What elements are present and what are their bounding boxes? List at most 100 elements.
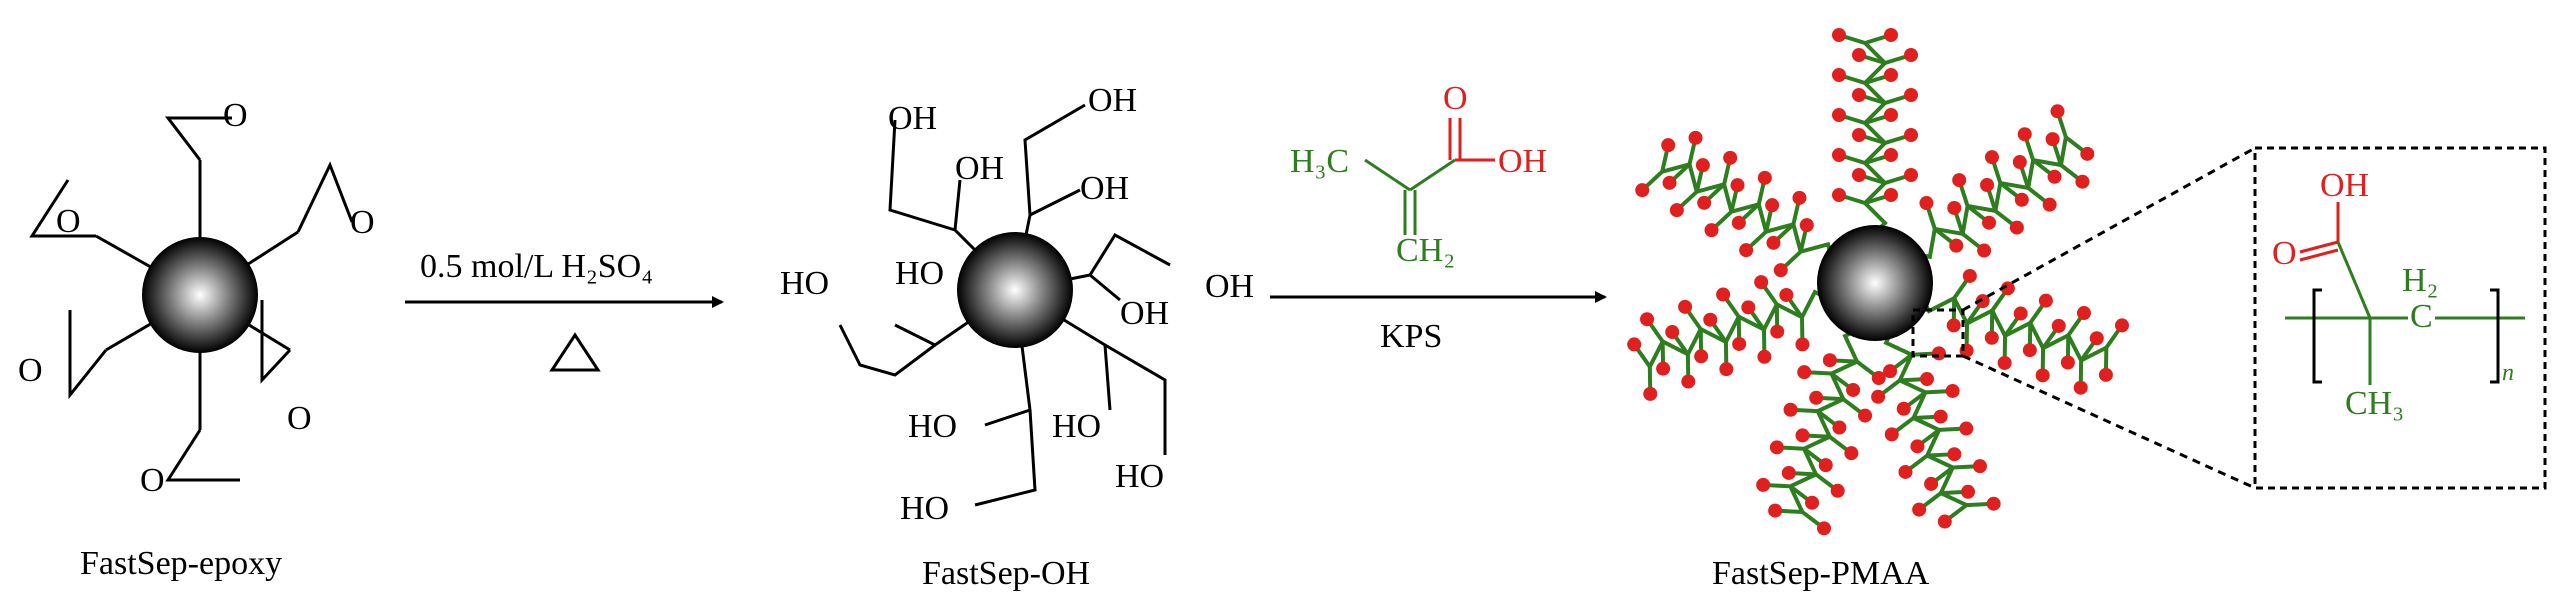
carboxyl-dot — [1904, 128, 1918, 142]
carboxyl-dot — [1627, 337, 1642, 352]
monomer-ch2: CH₂ — [1396, 232, 1456, 269]
carboxyl-dot — [1871, 371, 1886, 386]
step2-reagent: KPS — [1380, 318, 1443, 355]
carboxyl-dot — [1766, 235, 1781, 250]
carboxyl-dot — [1919, 196, 1934, 211]
carboxyl-dot — [1779, 287, 1794, 302]
repeat-unit-n: n — [2502, 360, 2514, 386]
carboxyl-dot — [1871, 389, 1886, 404]
repeat-unit-o: O — [2272, 235, 2297, 272]
repeat-unit-c: C — [2408, 298, 2435, 336]
carboxyl-dot — [1661, 138, 1676, 153]
carboxyl-dot — [1844, 446, 1859, 461]
carboxyl-dot — [1884, 68, 1898, 82]
carboxyl-dot — [2000, 281, 2015, 296]
hydroxyl-group: HO — [900, 490, 950, 527]
carboxyl-dot — [1896, 401, 1911, 416]
epoxide-oxygen: O — [350, 204, 375, 241]
carboxyl-dot — [1912, 502, 1927, 517]
carboxyl-dot — [2045, 132, 2060, 147]
carboxyl-dot — [2080, 146, 2095, 161]
carboxyl-dot — [2035, 368, 2050, 383]
carboxyl-dot — [1681, 374, 1696, 389]
heat-symbol-text: △ — [550, 325, 551, 326]
carboxyl-dot — [1770, 324, 1785, 339]
epoxide-oxygen: O — [56, 203, 81, 240]
carboxyl-dot — [1961, 484, 1976, 499]
carboxyl-dot — [1704, 223, 1719, 238]
carboxyl-dot — [2114, 318, 2129, 333]
pmaa-repeat-unit — [2285, 202, 2525, 385]
hydroxyl-group: HO — [1052, 408, 1102, 445]
carboxyl-dot — [1719, 362, 1734, 377]
carboxyl-dot — [1919, 372, 1934, 387]
carboxyl-dot — [1982, 215, 1997, 230]
carboxyl-dot — [1640, 312, 1655, 327]
carboxyl-dot — [1773, 263, 1788, 278]
monomer-carbonyl-o: O — [1443, 80, 1468, 117]
carboxyl-dot — [2012, 155, 2027, 170]
carboxyl-dot — [1694, 349, 1709, 364]
carboxyl-dot — [1959, 421, 1974, 436]
carboxyl-dot — [2038, 293, 2053, 308]
label-fastsep-oh: FastSep-OH — [922, 555, 1091, 592]
carboxyl-dot — [1769, 440, 1784, 455]
carboxyl-dot — [2073, 380, 2088, 395]
carboxyl-dot — [1818, 458, 1833, 473]
carboxyl-dot — [1884, 427, 1899, 442]
carboxyl-dot — [1730, 178, 1745, 193]
carboxyl-dot — [1741, 300, 1756, 315]
carboxyl-dot — [1695, 158, 1710, 173]
carboxyl-dot — [2013, 306, 2028, 321]
carboxyl-dot — [1904, 168, 1918, 182]
carboxyl-dot — [1924, 476, 1939, 491]
carboxyl-dot — [1931, 346, 1946, 361]
step1-condition: 0.5 mol/L H₂SO₄ — [420, 248, 654, 285]
carboxyl-dot — [1697, 195, 1712, 210]
carboxyl-dot — [1975, 294, 1990, 309]
hydroxyl-group: HO — [895, 255, 945, 292]
carboxyl-dot — [1884, 148, 1898, 162]
carboxyl-dot — [1797, 365, 1812, 380]
carboxyl-dot — [1883, 364, 1898, 379]
carboxyl-dot — [1832, 188, 1846, 202]
carboxyl-dot — [2014, 192, 2029, 207]
carboxyl-dot — [2050, 104, 2065, 119]
methacrylic-acid-monomer — [1364, 118, 1495, 235]
carboxyl-dot — [1980, 178, 1995, 193]
carboxyl-dot — [1795, 337, 1810, 352]
heat-triangle-icon — [549, 332, 601, 372]
carboxyl-dot — [1984, 330, 1999, 345]
carboxyl-dot — [1947, 200, 1962, 215]
monomer-oh: OH — [1498, 143, 1548, 180]
carboxyl-dot — [1884, 108, 1898, 122]
monomer-h3c: H₃C — [1290, 143, 1350, 180]
carboxyl-dot — [1781, 465, 1796, 480]
carboxyl-dot — [1643, 386, 1658, 401]
carboxyl-dot — [1731, 215, 1746, 230]
carboxyl-dot — [1703, 312, 1718, 327]
repeat-unit-inset — [2253, 146, 2547, 490]
carboxyl-dot — [2089, 331, 2104, 346]
hydroxyl-group: HO — [780, 265, 830, 302]
carboxyl-dot — [1832, 148, 1846, 162]
carboxyl-dot — [1846, 382, 1861, 397]
carboxyl-dot — [1809, 390, 1824, 405]
carboxyl-dot — [1910, 439, 1925, 454]
carboxyl-dot — [2098, 367, 2113, 382]
carboxyl-dot — [1946, 318, 1961, 333]
hydroxyl-group: HO — [1115, 458, 1165, 495]
carboxyl-dot — [1805, 495, 1820, 510]
carboxyl-dot — [1757, 349, 1772, 364]
carboxyl-dot — [2017, 127, 2032, 142]
carboxyl-dot — [1739, 243, 1754, 258]
epoxide-oxygen: O — [223, 97, 248, 134]
carboxyl-dot — [1665, 325, 1680, 340]
carboxyl-dot — [1852, 128, 1866, 142]
carboxyl-dot — [1937, 514, 1952, 529]
carboxyl-dot — [1962, 268, 1977, 283]
carboxyl-dot — [1858, 408, 1873, 423]
hydroxyl-group: OH — [888, 100, 938, 137]
hydroxyl-group: OH — [955, 150, 1005, 187]
carboxyl-dot — [1986, 496, 2001, 511]
